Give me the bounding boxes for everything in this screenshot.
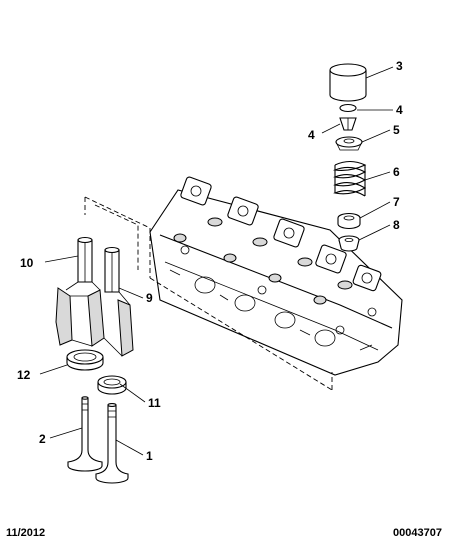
callout-5: 5	[393, 123, 400, 137]
callout-3: 3	[396, 59, 403, 73]
callout-7: 7	[393, 195, 400, 209]
callout-2: 2	[39, 432, 46, 446]
leader-lines	[39, 66, 394, 456]
valve-seat-ring-right	[97, 375, 127, 395]
valve-guide-left	[77, 236, 93, 283]
tappet-bucket	[329, 63, 367, 102]
stem-seal	[337, 212, 361, 230]
head-section-cutaway	[55, 281, 134, 357]
footer-reference-number: 00043707	[393, 527, 442, 539]
callout-4-lower: 4	[308, 128, 315, 142]
valve-seat-ring-left	[66, 349, 104, 371]
spring-seat-washer	[338, 235, 360, 252]
shim	[339, 103, 357, 113]
callout-10: 10	[20, 256, 34, 270]
callout-11: 11	[148, 396, 161, 410]
valve-guide-right	[104, 246, 120, 293]
callout-9: 9	[146, 291, 153, 305]
dashed-reference-box	[84, 196, 333, 391]
footer-date: 11/2012	[6, 527, 46, 539]
spring-retainer	[335, 136, 363, 151]
callout-8: 8	[393, 218, 400, 232]
valve-spring	[332, 160, 367, 197]
callout-12: 12	[17, 368, 31, 382]
callout-labels: 3 4 4 5 6 7 8 9 10 11 12 2 1	[17, 59, 403, 463]
callout-1: 1	[146, 449, 153, 463]
callout-6: 6	[393, 165, 400, 179]
valve-left	[67, 396, 103, 472]
callout-4-upper: 4	[396, 103, 403, 117]
valve-collets	[339, 117, 357, 131]
cylinder-head	[149, 176, 403, 376]
valve-right	[95, 403, 129, 484]
